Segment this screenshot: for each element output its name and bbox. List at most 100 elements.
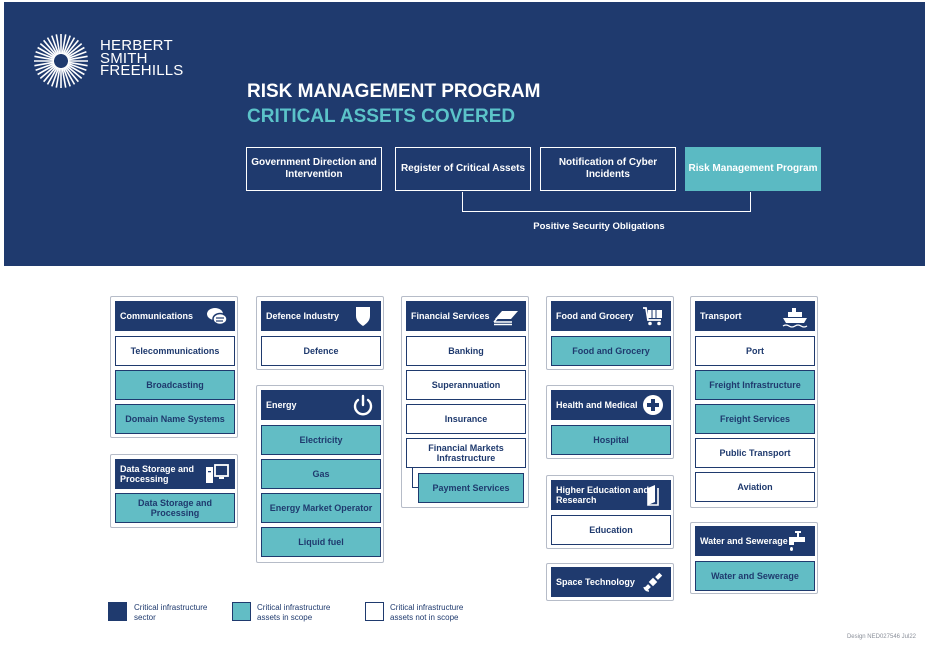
sector-header: Health and Medical xyxy=(551,390,671,420)
asset-domain-name-systems: Domain Name Systems xyxy=(115,404,235,434)
logo-ray xyxy=(66,46,85,59)
book-icon xyxy=(647,485,659,506)
logo-ray xyxy=(34,61,55,67)
sub-asset-connector xyxy=(412,467,421,488)
logo-ray xyxy=(63,66,76,85)
sector-communications: Communications Telecommunications Broadc… xyxy=(110,296,238,438)
sector-title: Financial Services xyxy=(411,311,490,321)
logo-ray xyxy=(67,61,88,67)
sector-header: Transport xyxy=(695,301,815,331)
power-icon xyxy=(353,394,373,416)
logo-ray xyxy=(61,34,67,55)
sector-food-grocery: Food and Grocery Food and Grocery xyxy=(546,296,674,370)
brand-line-2: SMITH xyxy=(100,49,148,67)
brand-line-3: FREEHILLS xyxy=(100,62,184,79)
sector-header: Food and Grocery xyxy=(551,301,671,331)
sector-title: Water and Sewerage xyxy=(700,536,788,546)
asset-port: Port xyxy=(695,336,815,366)
asset-freight-services: Freight Services xyxy=(695,404,815,434)
sector-title: Health and Medical xyxy=(556,400,638,410)
header-banner xyxy=(4,2,925,266)
logo-ray xyxy=(46,37,59,56)
sector-header: Data Storage and Processing xyxy=(115,459,235,489)
logo-ray xyxy=(34,55,55,61)
asset-defence: Defence xyxy=(261,336,381,366)
page-subtitle: CRITICAL ASSETS COVERED xyxy=(247,106,516,127)
design-credit: Design NED027546 Jul22 xyxy=(846,634,916,640)
sector-energy: Energy Electricity Gas Energy Market Ope… xyxy=(256,385,384,563)
logo-ray xyxy=(51,67,60,87)
sector-title: Food and Grocery xyxy=(556,311,634,321)
sector-defence-industry: Defence Industry Defence xyxy=(256,296,384,370)
sector-header: Financial Services xyxy=(406,301,526,331)
logo-ray xyxy=(37,63,56,76)
sector-health-medical: Health and Medical Hospital xyxy=(546,385,674,459)
sector-title: Space Technology xyxy=(556,577,635,587)
logo-ray xyxy=(62,67,71,87)
obligations-label: Positive Security Obligations xyxy=(533,221,665,232)
step-cyber-notification: Notification of Cyber Incidents xyxy=(540,147,676,191)
sector-title: Defence Industry xyxy=(266,311,340,321)
logo-ray xyxy=(37,46,56,59)
page-title: RISK MANAGEMENT PROGRAM xyxy=(247,81,541,102)
sector-transport: Transport Port Freight Infrastructure Fr… xyxy=(690,296,818,508)
sector-title: Transport xyxy=(700,311,742,321)
logo-ray xyxy=(35,51,55,60)
computer-icon xyxy=(206,464,229,483)
sector-title: Data Storage and Processing xyxy=(120,464,195,484)
logo-ray xyxy=(64,39,79,57)
step-register-assets: Register of Critical Assets xyxy=(395,147,531,191)
logo-ray xyxy=(62,35,71,55)
banknotes-icon xyxy=(493,311,518,326)
asset-energy-market-operator: Energy Market Operator xyxy=(261,493,381,523)
asset-public-transport: Public Transport xyxy=(695,438,815,468)
legend-swatch-not-in-scope xyxy=(365,602,384,621)
logo-ray xyxy=(67,55,88,61)
logo-ray xyxy=(39,64,57,79)
starburst-logo-icon xyxy=(34,34,88,88)
asset-electricity: Electricity xyxy=(261,425,381,455)
asset-banking: Banking xyxy=(406,336,526,366)
medical-cross-icon xyxy=(643,395,663,415)
sector-title: Higher Education and Research xyxy=(556,485,650,505)
logo-ray xyxy=(46,66,59,85)
shield-icon xyxy=(356,307,370,326)
sector-higher-education: Higher Education and Research Education xyxy=(546,475,674,549)
asset-payment-services: Payment Services xyxy=(418,473,524,503)
sector-water-sewerage: Water and Sewerage Water and Sewerage xyxy=(690,522,818,594)
logo-ray xyxy=(55,67,61,88)
asset-education: Education xyxy=(551,515,671,545)
logo-ray xyxy=(43,39,58,57)
brand-name: HERBERT SMITH FREEHILLS xyxy=(100,37,184,79)
sector-header: Energy xyxy=(261,390,381,420)
step-government-direction: Government Direction and Intervention xyxy=(246,147,382,191)
asset-water-sewerage: Water and Sewerage xyxy=(695,561,815,591)
asset-superannuation: Superannuation xyxy=(406,370,526,400)
asset-liquid-fuel: Liquid fuel xyxy=(261,527,381,557)
asset-hospital: Hospital xyxy=(551,425,671,455)
logo-ray xyxy=(66,63,85,76)
legend-swatch-in-scope xyxy=(232,602,251,621)
sector-title: Energy xyxy=(266,400,297,410)
sector-data-storage: Data Storage and Processing Data Storage… xyxy=(110,454,238,528)
logo-ray xyxy=(67,62,87,71)
step-risk-management: Risk Management Program xyxy=(685,147,821,191)
sector-space-technology: Space Technology xyxy=(546,563,674,601)
asset-food-grocery: Food and Grocery xyxy=(551,336,671,366)
asset-financial-markets-infrastructure: Financial Markets Infrastructure xyxy=(406,438,526,468)
logo-ray xyxy=(35,62,55,71)
shopping-cart-icon xyxy=(643,307,662,326)
logo-ray xyxy=(43,65,58,83)
sector-title: Communications xyxy=(120,311,194,321)
brand-line-1: HERBERT xyxy=(100,37,173,54)
asset-data-storage: Data Storage and Processing xyxy=(115,493,235,523)
asset-telecommunications: Telecommunications xyxy=(115,336,235,366)
sector-header: Defence Industry xyxy=(261,301,381,331)
sector-financial-services: Financial Services Banking Superannuatio… xyxy=(401,296,529,508)
ship-icon xyxy=(782,308,808,328)
asset-freight-infrastructure: Freight Infrastructure xyxy=(695,370,815,400)
logo-ray xyxy=(39,43,57,58)
sector-header: Space Technology xyxy=(551,567,671,597)
